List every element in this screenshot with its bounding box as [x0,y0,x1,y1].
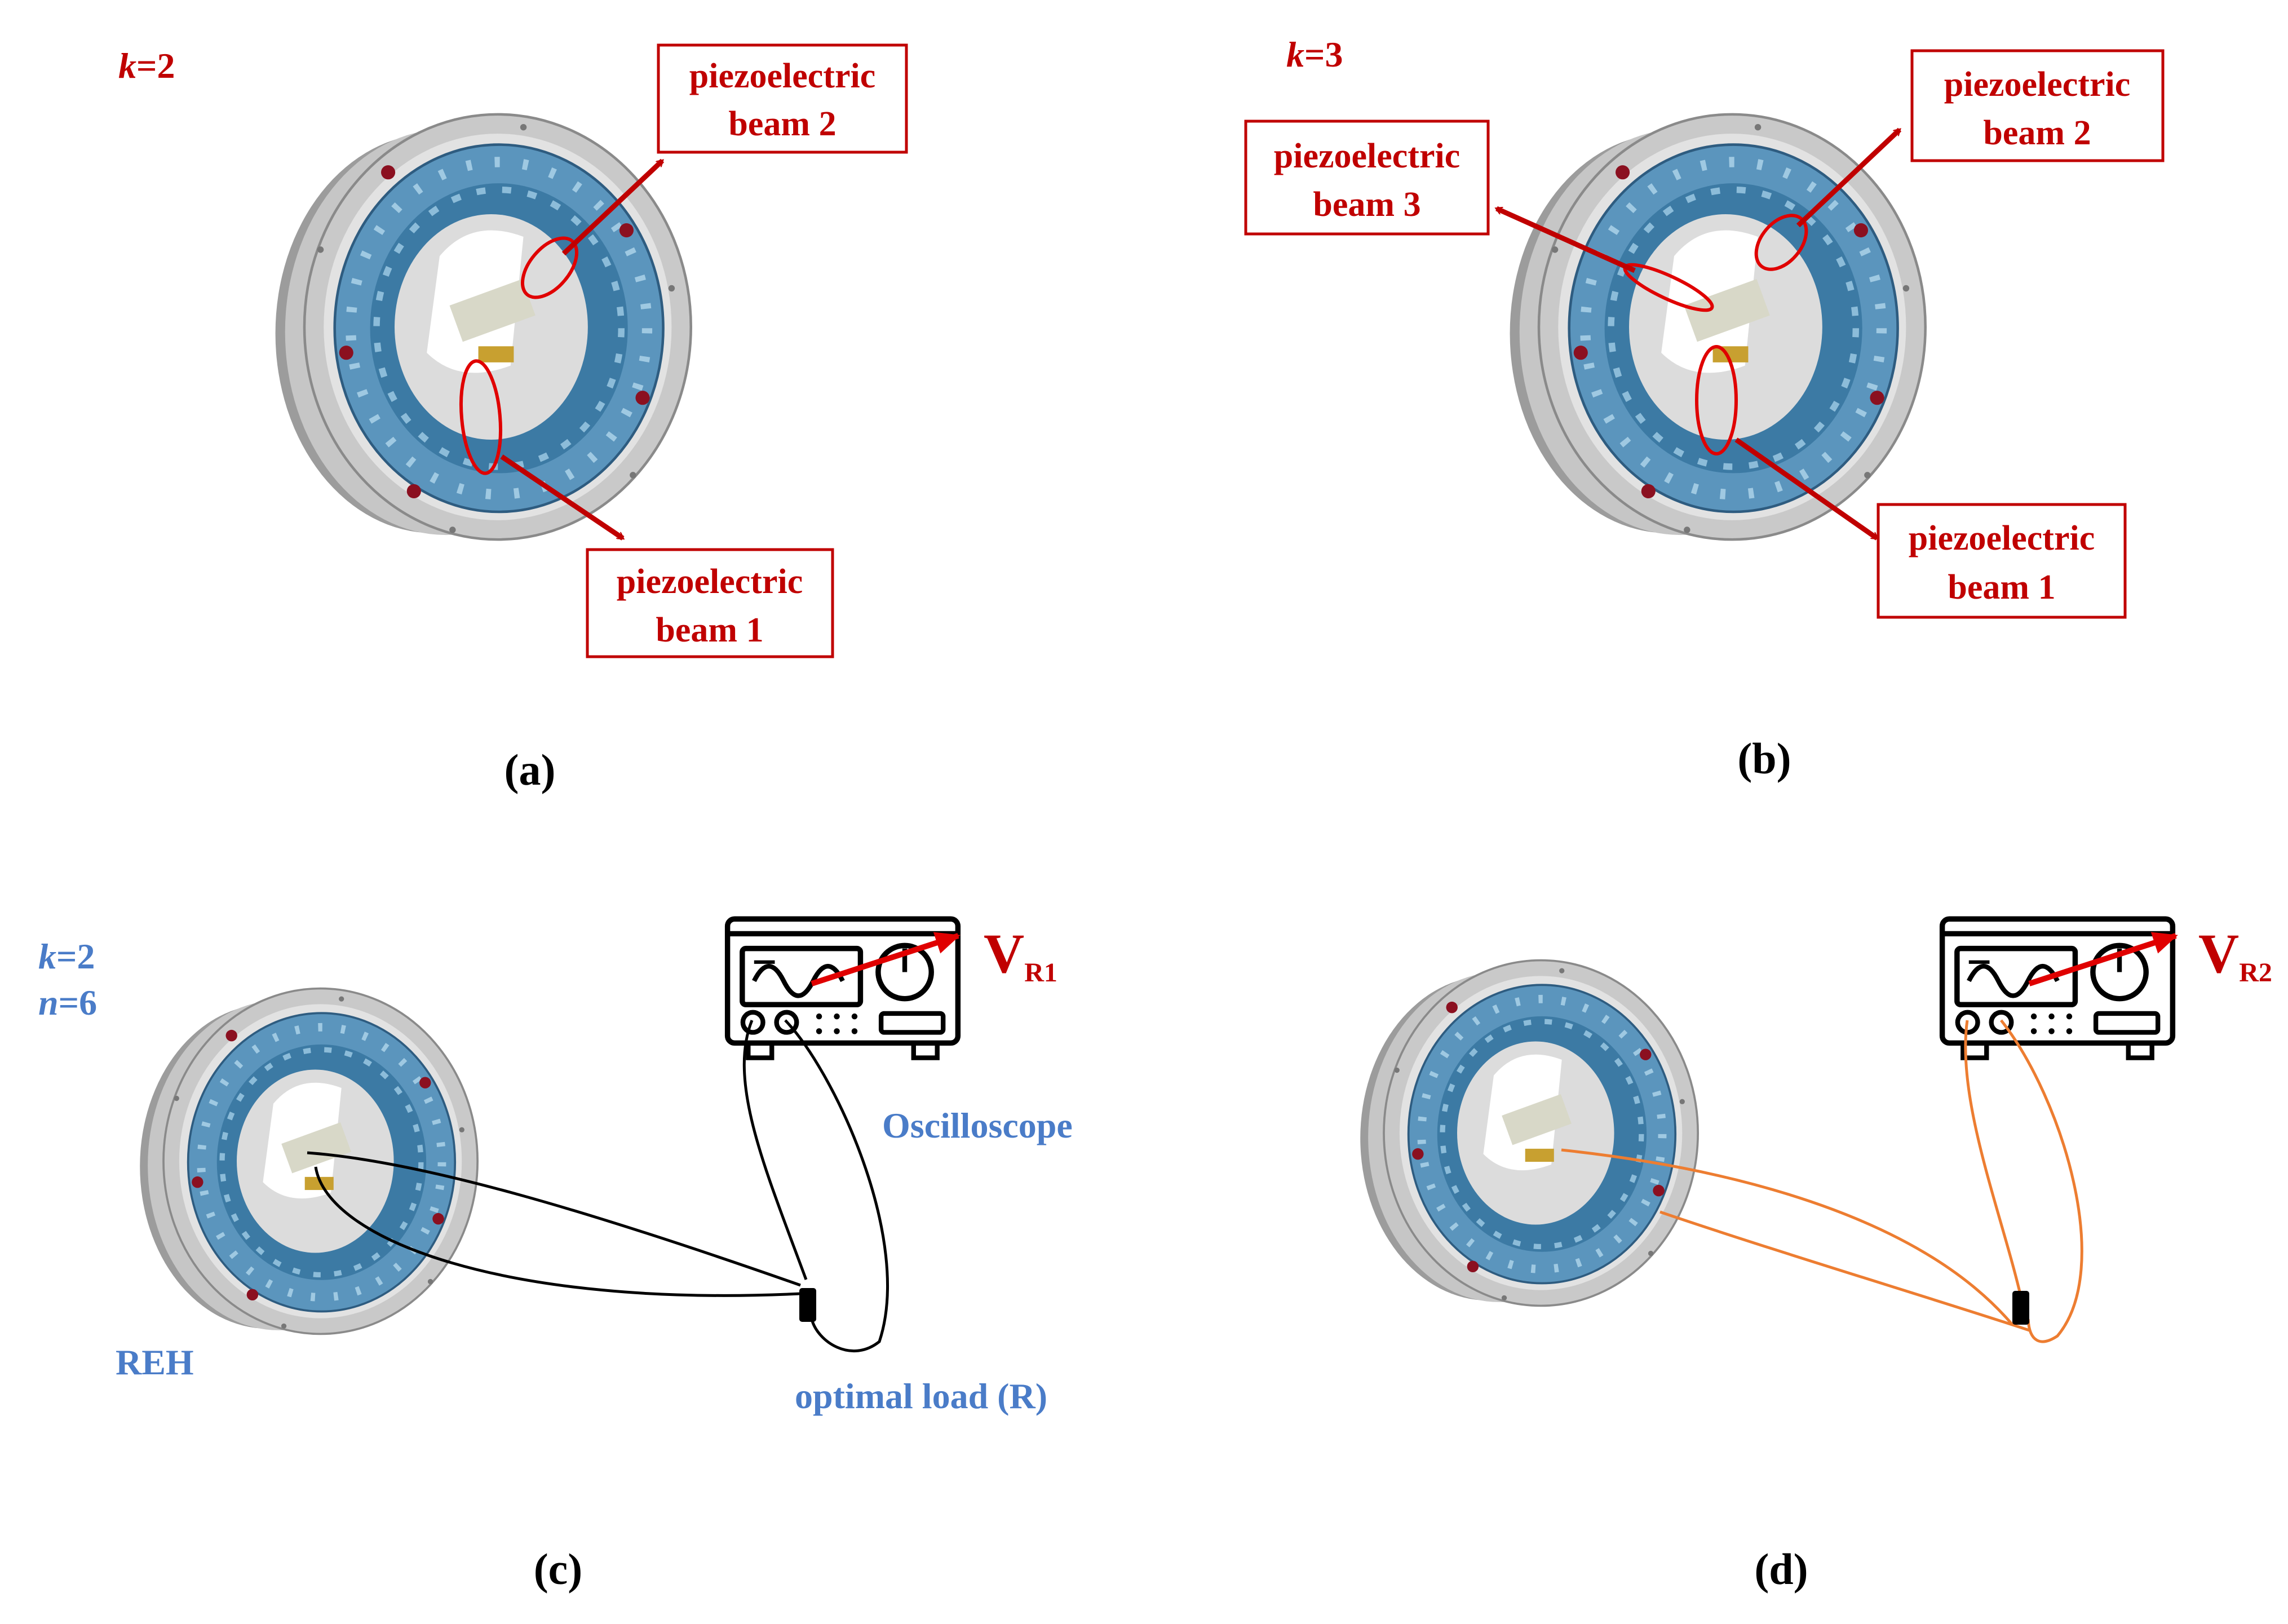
beam1-label-line2: beam 1 [656,611,763,649]
panel-d: VR2 (d) [1360,919,2272,1594]
panel-c-n-label: n=6 [38,983,97,1023]
voltage-label: VR2 [2198,922,2272,988]
voltage-arrow [811,932,961,986]
beam2-label-line1: piezoelectric [689,57,875,95]
panel-a: k=2 piezoelectric beam 2 piezoelectric b… [118,43,908,794]
beam3-label-line2: beam 3 [1313,185,1420,224]
wire-1 [1561,1148,2013,1326]
beam3-arrow [1497,206,1636,273]
beam1-label-box [586,548,834,658]
wire-2 [1659,1210,2030,1332]
beam2-highlight [1754,214,1808,271]
voltage-arrow [2028,932,2178,986]
wire-4 [784,1019,889,1353]
wire-2 [314,1166,801,1297]
energy-harvester-ring-icon [1360,961,1698,1306]
panel-c: k=2 n=6 VR1 Oscilloscope REH optimal loa… [38,919,1073,1594]
wire-4 [2000,1019,2083,1343]
energy-harvester-ring-icon [1510,114,1926,539]
beam2-label-line2: beam 2 [728,105,836,143]
panel-c-k-label: k=2 [38,936,95,976]
panel-a-k-label: k=2 [118,46,175,86]
oscilloscope-icon [1942,919,2173,1057]
beam1-arrow [500,454,623,541]
panel-d-caption: (d) [1754,1545,1808,1594]
wire-3 [1964,1020,2023,1297]
beam2-label-line2: beam 2 [1983,114,2091,152]
beam2-arrow [561,158,665,256]
energy-harvester-ring-icon [276,114,691,539]
beam1-label-line1: piezoelectric [617,563,803,601]
beam2-label-line1: piezoelectric [1944,65,2130,104]
beam3-label-box [1244,120,1490,236]
panel-b-k-label: k=3 [1286,34,1343,74]
voltage-label: VR1 [984,922,1057,988]
panel-c-caption: (c) [534,1545,583,1594]
beam2-arrow [1796,127,1902,228]
beam3-label-line1: piezoelectric [1274,137,1460,175]
load-label: optimal load (R) [795,1376,1047,1416]
beam2-label-box [657,43,908,154]
panel-a-caption: (a) [504,745,556,794]
beam1-label-line2: beam 1 [1948,568,2055,607]
beam2-label-box [1910,49,2165,162]
beam1-label-box [1877,503,2127,619]
beam1-arrow [1734,437,1877,541]
energy-harvester-ring-icon [140,989,477,1334]
wire-3 [742,1020,808,1280]
device-label: REH [116,1342,194,1382]
oscilloscope-label: Oscilloscope [882,1105,1073,1145]
panel-b-caption: (b) [1737,734,1791,783]
panel-b: k=3 piezoelectric beam 3 piezoelectric b… [1244,34,2165,783]
wire-1 [307,1151,801,1287]
beam1-highlight [459,359,502,475]
beam1-highlight [1695,345,1738,455]
resistor-icon [799,1288,816,1322]
beam2-highlight [520,236,579,299]
beam1-label-line1: piezoelectric [1909,519,2095,557]
oscilloscope-icon [728,919,958,1057]
resistor-icon [2012,1291,2029,1325]
